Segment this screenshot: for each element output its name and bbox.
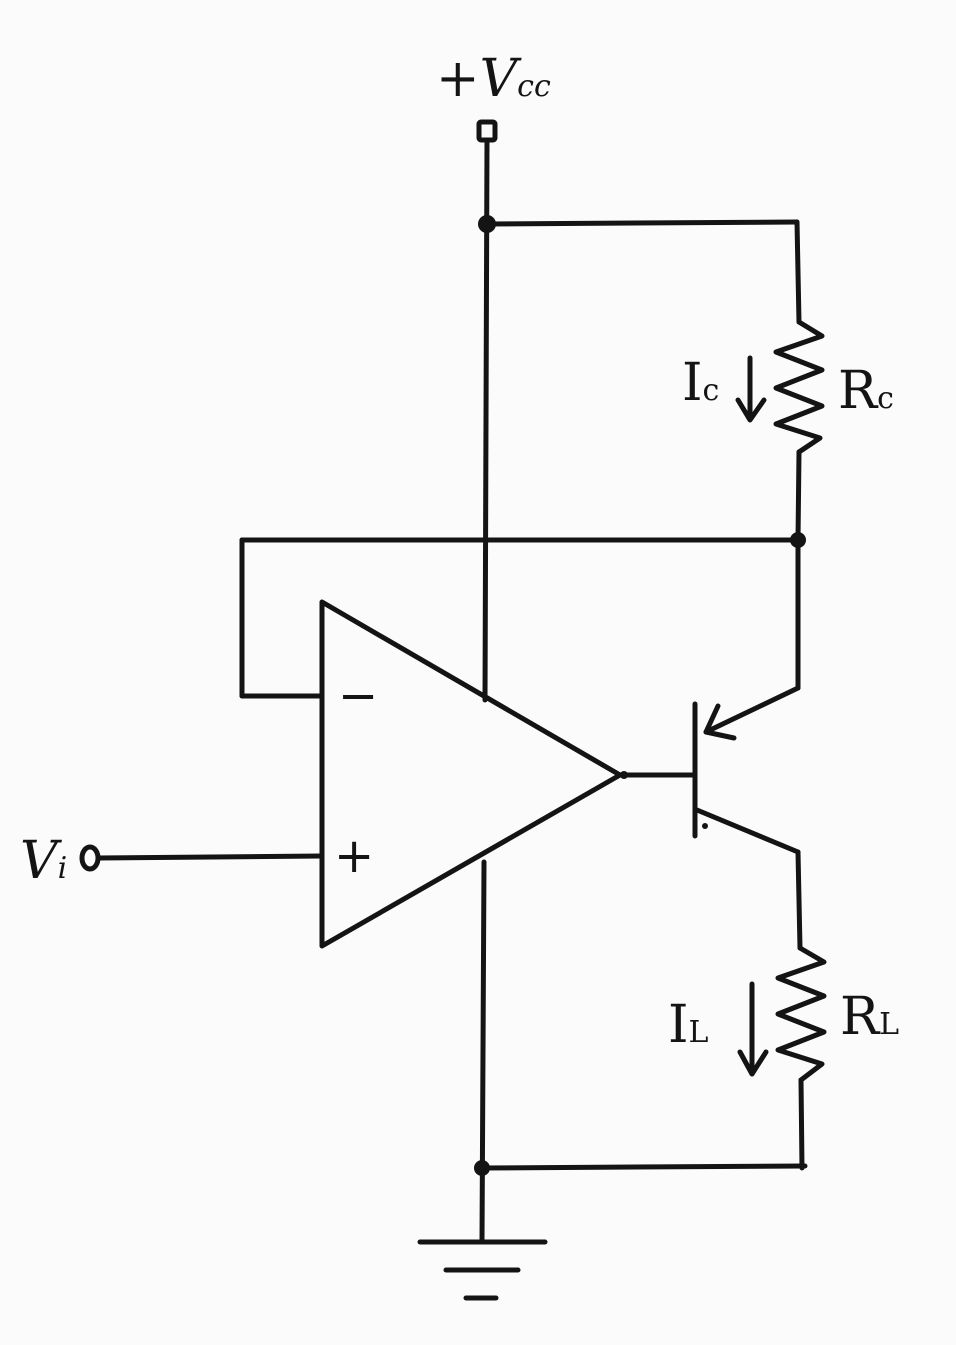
vcc-label: +Vcc <box>436 49 551 109</box>
opamp-triangle <box>319 599 623 949</box>
ground-vertical-wire <box>479 859 487 1243</box>
ground-icon <box>417 1239 548 1301</box>
rc-bottom-wire <box>795 449 802 543</box>
collector-lead-wire <box>694 807 801 855</box>
vcc-terminal-icon <box>476 119 498 143</box>
rc-label: Rc <box>838 361 894 421</box>
rl-top-wire <box>795 849 803 951</box>
rl-label: RL <box>840 987 899 1047</box>
ground-horizontal-wire <box>479 1163 808 1171</box>
rl-resistor-icon <box>775 945 827 1083</box>
rc-resistor-icon <box>773 319 825 455</box>
vcc-junction-dot <box>478 215 496 233</box>
collector-lead-dot <box>702 823 708 829</box>
output-dot <box>620 771 628 779</box>
il-label: IL <box>668 995 709 1055</box>
collector-current-arrow-icon <box>735 355 767 423</box>
vi-input-wire <box>95 853 325 861</box>
vcc-horizontal-wire <box>484 219 800 227</box>
emitter-lead-wire <box>703 685 801 735</box>
rc-top-wire <box>794 219 802 325</box>
noninverting-input-sign: + <box>334 828 374 884</box>
ic-label: Ic <box>682 353 719 413</box>
load-current-arrow-icon <box>737 981 769 1077</box>
inverting-input-sign: − <box>338 668 378 724</box>
vi-label: Vi <box>20 831 67 891</box>
vcc-vertical-wire <box>482 137 490 703</box>
emitter-arrow-icon <box>703 703 737 741</box>
rl-bottom-wire <box>798 1077 805 1171</box>
ground-junction-dot <box>474 1160 490 1176</box>
